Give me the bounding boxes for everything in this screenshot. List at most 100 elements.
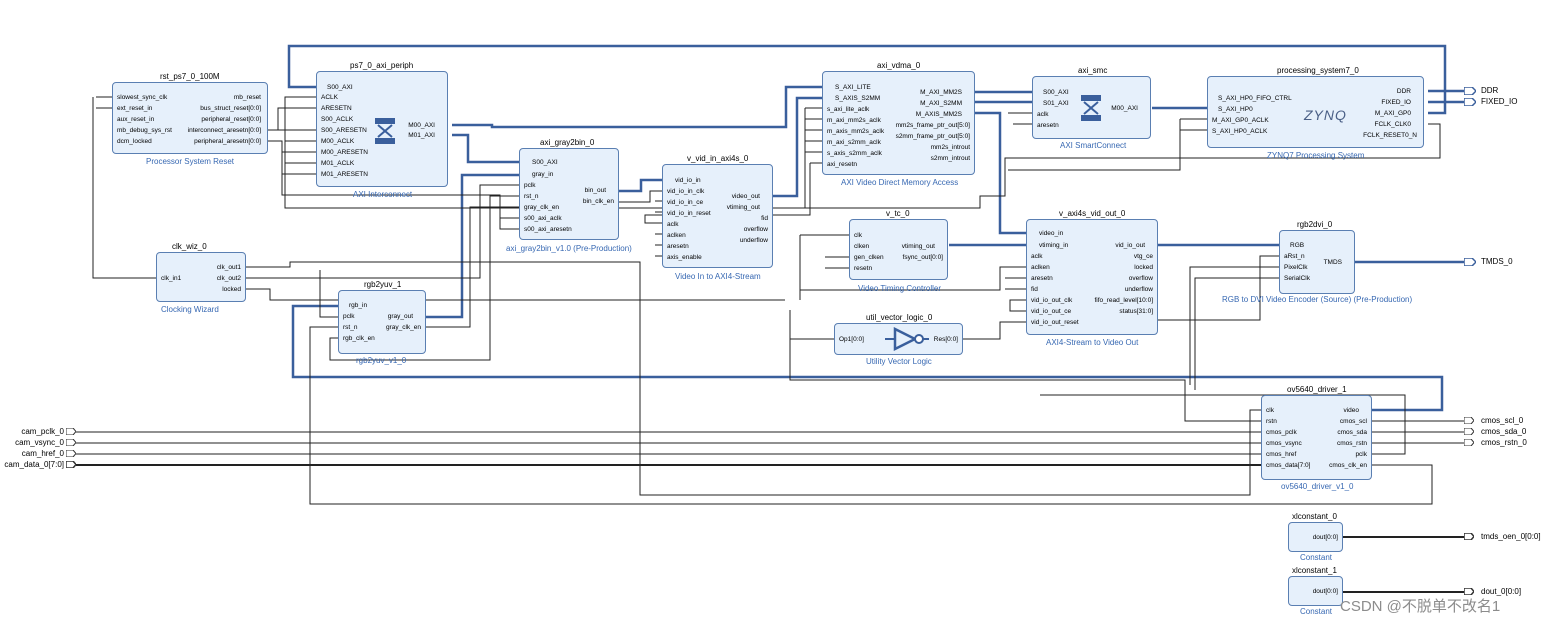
vout-block-caption: AXI4-Stream to Video Out bbox=[1046, 338, 1139, 347]
uvl-port-op1: Op1[0:0] bbox=[839, 336, 864, 343]
ov-port-rstn: rstn bbox=[1266, 418, 1277, 425]
ic-port-aresetn: ARESETN bbox=[321, 105, 352, 112]
ext-input-cam-href: cam_href_0 bbox=[21, 449, 64, 458]
ic-block-caption: AXI Interconnect bbox=[353, 190, 413, 199]
uvl-block-caption: Utility Vector Logic bbox=[866, 357, 932, 366]
vtc-port-vtiming-out: vtiming_out bbox=[901, 243, 935, 250]
vout-block-title: v_axi4s_vid_out_0 bbox=[1059, 209, 1126, 218]
ov-block-caption: ov5640_driver_v1_0 bbox=[1281, 482, 1354, 491]
axi-interconnect-block[interactable]: S00_AXI ACLK ARESETN S00_ACLK S00_ARESET… bbox=[316, 71, 448, 187]
ov-port-clk: clk bbox=[1266, 407, 1274, 414]
vout-port-underflow: underflow bbox=[1124, 286, 1153, 293]
vout-port-overflow: overflow bbox=[1128, 275, 1153, 282]
r2y-port-rgb-clk-en: rgb_clk_en bbox=[343, 335, 375, 342]
rgb2dvi-block[interactable]: RGB aRst_n PixelClk SerialClk TMDS bbox=[1279, 230, 1355, 294]
input-port-icon[interactable] bbox=[66, 428, 76, 435]
vdma-port-m-axi-s2mm-aclk: m_axi_s2mm_aclk bbox=[827, 139, 881, 146]
clk-block-title: clk_wiz_0 bbox=[172, 242, 207, 251]
output-port-icon[interactable] bbox=[1464, 428, 1474, 435]
rst-port-dcm-locked: dcm_locked bbox=[117, 138, 152, 145]
output-port-icon[interactable] bbox=[1464, 439, 1474, 446]
watermark: CSDN @不脱单不改名1 bbox=[1340, 598, 1501, 615]
ps-port-s-axi-hp0-aclk: S_AXI_HP0_ACLK bbox=[1212, 128, 1268, 135]
xc1-port-dout: dout[0:0] bbox=[1312, 588, 1338, 595]
ps-port-hp0-fifo-ctrl: S_AXI_HP0_FIFO_CTRL bbox=[1218, 95, 1292, 102]
processor-system-reset-block[interactable]: slowest_sync_clk ext_reset_in aux_reset_… bbox=[112, 82, 268, 154]
input-port-icon[interactable] bbox=[66, 450, 76, 457]
vout-port-aclken: aclken bbox=[1031, 264, 1050, 271]
g2b-port-s00-axi: S00_AXI bbox=[532, 159, 558, 166]
rst-port-mb-debug: mb_debug_sys_rst bbox=[117, 127, 172, 134]
rgb2yuv-block[interactable]: rgb_in pclk rst_n rgb_clk_en gray_out gr… bbox=[338, 290, 426, 354]
vout-port-video-in: video_in bbox=[1039, 230, 1064, 237]
rst-port-peripheral-aresetn: peripheral_aresetn[0:0] bbox=[194, 138, 261, 145]
zynq-processing-system-block[interactable]: S_AXI_HP0_FIFO_CTRL S_AXI_HP0 M_AXI_GP0_… bbox=[1207, 76, 1424, 148]
clk-port-clk-out2: clk_out2 bbox=[216, 275, 241, 282]
vin-port-underflow: underflow bbox=[739, 237, 768, 244]
output-port-icon[interactable] bbox=[1464, 417, 1474, 424]
axi-vdma-block[interactable]: S_AXI_LITE S_AXIS_S2MM s_axi_lite_aclk m… bbox=[822, 71, 975, 175]
ext-output-tmds-oen: tmds_oen_0[0:0] bbox=[1481, 532, 1541, 541]
ic-port-m01-axi: M01_AXI bbox=[408, 132, 435, 139]
uvl-port-res: Res[0:0] bbox=[933, 336, 958, 343]
vdma-block-title: axi_vdma_0 bbox=[877, 61, 921, 70]
input-port-icon[interactable] bbox=[66, 461, 76, 468]
video-timing-controller-block[interactable]: clk clken gen_clken resetn vtiming_out f… bbox=[849, 219, 948, 280]
xc0-block-caption: Constant bbox=[1300, 553, 1333, 562]
ps-block-title: processing_system7_0 bbox=[1277, 66, 1359, 75]
rgb2dvi-port-serialclk: SerialClk bbox=[1284, 275, 1311, 282]
smc-block-caption: AXI SmartConnect bbox=[1060, 141, 1127, 150]
bus-gp0-to-s00-axi bbox=[287, 44, 1447, 115]
rgb2dvi-port-rgb: RGB bbox=[1290, 242, 1305, 249]
rgb2dvi-port-pixelclk: PixelClk bbox=[1284, 264, 1308, 271]
ps-port-fclk-clk0: FCLK_CLK0 bbox=[1374, 121, 1412, 128]
bus-connections bbox=[287, 44, 1464, 412]
output-port-icon[interactable] bbox=[1464, 588, 1474, 595]
vdma-port-s-axis-s2mm: S_AXIS_S2MM bbox=[835, 95, 881, 102]
smc-port-s01-axi: S01_AXI bbox=[1043, 100, 1069, 107]
smc-port-m00-axi: M00_AXI bbox=[1111, 105, 1138, 112]
video-in-axi4s-block[interactable]: vid_io_in vid_io_in_clk vid_io_in_ce vid… bbox=[662, 164, 773, 268]
utility-vector-logic-block[interactable]: Op1[0:0] Res[0:0] bbox=[834, 323, 963, 355]
rst-port-aux-reset-in: aux_reset_in bbox=[117, 116, 155, 123]
clocking-wizard-block[interactable]: clk_in1 clk_out1 clk_out2 locked bbox=[156, 252, 246, 302]
axi4s-video-out-block[interactable]: video_in vtiming_in aclk aclken aresetn … bbox=[1026, 219, 1158, 335]
output-port-icon[interactable] bbox=[1464, 258, 1476, 266]
output-port-icon[interactable] bbox=[1464, 87, 1476, 95]
axi-smartconnect-block[interactable]: S00_AXI S01_AXI aclk aresetn M00_AXI bbox=[1032, 76, 1151, 139]
output-port-icon[interactable] bbox=[1464, 533, 1474, 540]
ps-port-m-axi-gp0: M_AXI_GP0 bbox=[1374, 110, 1411, 117]
output-port-icon[interactable] bbox=[1464, 98, 1476, 106]
ov5640-driver-block[interactable]: clk rstn cmos_pclk cmos_vsync cmos_href … bbox=[1261, 395, 1372, 480]
clk-block-caption: Clocking Wizard bbox=[161, 305, 219, 314]
ps-port-fixed-io: FIXED_IO bbox=[1381, 99, 1411, 106]
clk-port-clk-out1: clk_out1 bbox=[216, 264, 241, 271]
ps-port-m-axi-gp0-aclk: M_AXI_GP0_ACLK bbox=[1212, 117, 1269, 124]
ps-port-ddr: DDR bbox=[1396, 88, 1411, 95]
vout-port-aclk: aclk bbox=[1031, 253, 1043, 260]
rgb2dvi-port-arst-n: aRst_n bbox=[1284, 253, 1305, 260]
g2b-port-rst-n: rst_n bbox=[524, 193, 539, 200]
rgb2dvi-block-title: rgb2dvi_0 bbox=[1297, 220, 1333, 229]
rst-port-ext-reset-in: ext_reset_in bbox=[117, 105, 153, 112]
bus-m01-to-gray2bin bbox=[452, 133, 519, 164]
vin-port-vid-io-in-ce: vid_io_in_ce bbox=[667, 199, 704, 206]
uvl-block-title: util_vector_logic_0 bbox=[866, 313, 933, 322]
xlconstant-1-block[interactable]: dout[0:0] bbox=[1288, 576, 1343, 606]
xlconstant-0-block[interactable]: dout[0:0] bbox=[1288, 522, 1343, 552]
ov-port-video: video bbox=[1343, 407, 1359, 414]
xc1-block-caption: Constant bbox=[1300, 607, 1333, 616]
g2b-port-s00-axi-aresetn: s00_axi_aresetn bbox=[524, 226, 572, 233]
ic-block-title: ps7_0_axi_periph bbox=[350, 61, 414, 70]
vdma-port-m-axis-mm2s: M_AXIS_MM2S bbox=[915, 111, 962, 118]
vin-port-overflow: overflow bbox=[743, 226, 768, 233]
g2b-port-gray-in: gray_in bbox=[532, 171, 554, 178]
axi-gray2bin-block[interactable]: S00_AXI gray_in pclk rst_n gray_clk_en s… bbox=[519, 148, 619, 240]
input-port-icon[interactable] bbox=[66, 439, 76, 446]
vtc-port-clk: clk bbox=[854, 232, 862, 239]
vin-port-axis-enable: axis_enable bbox=[667, 254, 702, 261]
vout-port-vid-io-out-ce: vid_io_out_ce bbox=[1031, 308, 1072, 315]
vin-port-video-out: video_out bbox=[731, 193, 760, 200]
ic-port-m01-aclk: M01_ACLK bbox=[321, 160, 355, 167]
